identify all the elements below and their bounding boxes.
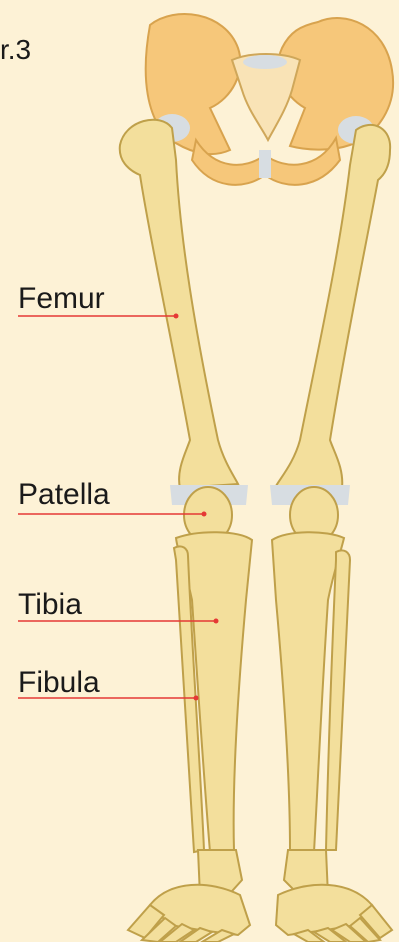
fibula-pointer-dot	[194, 696, 199, 701]
femur-pointer-dot	[174, 314, 179, 319]
patella-pointer-dot	[202, 512, 207, 517]
fibula-label: Fibula	[18, 668, 100, 698]
sacral-disc	[243, 55, 287, 69]
tibia-pointer-dot	[214, 619, 219, 624]
figure-number: r.3	[0, 36, 31, 64]
tibia-label: Tibia	[18, 590, 82, 620]
patella-label: Patella	[18, 480, 110, 510]
pubic-symphysis	[259, 150, 271, 178]
left-foot	[128, 850, 250, 942]
right-foot	[276, 850, 392, 942]
femur-label: Femur	[18, 284, 105, 314]
